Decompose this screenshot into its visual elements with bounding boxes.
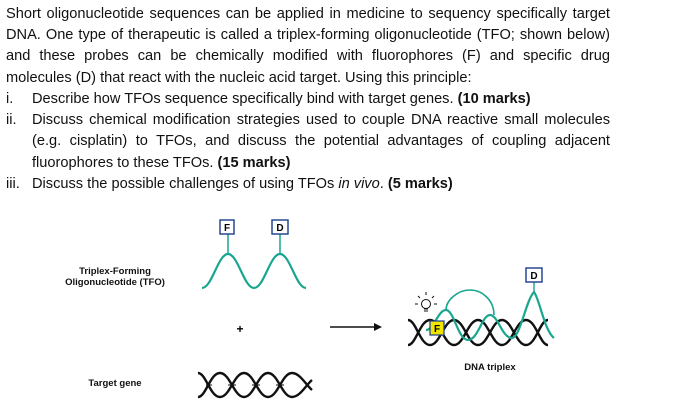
intro-text: Short oligonucleotide sequences can be a…	[6, 6, 610, 86]
tfo-strand	[201, 233, 307, 290]
question-item-ii: ii. Discuss chemical modification strate…	[6, 110, 610, 174]
question-text-italic: in vivo	[338, 175, 380, 192]
question-marks: (5 marks)	[387, 175, 453, 192]
d-tag-text: D	[276, 223, 283, 234]
dna-triplex	[407, 282, 555, 347]
question-item-iii: iii. Discuss the possible challenges of …	[6, 174, 610, 195]
d-tag-triplex: D	[525, 267, 543, 283]
dna-triplex-label: DNA triplex	[464, 362, 516, 373]
question-text: Discuss chemical modification strategies…	[32, 112, 610, 171]
tfo-label-line2: Oligonucleotide (TFO)	[65, 277, 165, 288]
question-text: Discuss the possible challenges of using…	[32, 175, 339, 192]
target-gene-label: Target gene	[88, 378, 142, 389]
question-list: i. Describe how TFOs sequence specifical…	[6, 89, 610, 195]
question-number: i.	[6, 91, 14, 107]
question-text: Describe how TFOs sequence specifically …	[32, 91, 458, 107]
f-triplex-text: F	[434, 324, 440, 335]
light-bulb-icon	[415, 292, 437, 312]
d-triplex-text: D	[530, 271, 537, 282]
target-gene-helix	[197, 371, 313, 399]
plus-sign: +	[236, 322, 243, 336]
question-marks: (10 marks)	[457, 91, 531, 107]
f-tag: F	[219, 219, 235, 235]
question-marks: (15 marks)	[217, 154, 291, 171]
question-item-i: i. Describe how TFOs sequence specifical…	[6, 89, 610, 110]
tfo-label: Triplex-Forming Oligonucleotide (TFO)	[50, 266, 180, 288]
reaction-arrow	[330, 323, 382, 331]
question-number: ii.	[6, 112, 17, 129]
question-text: .	[379, 175, 388, 192]
question-intro: Short oligonucleotide sequences can be a…	[6, 4, 610, 89]
d-tag: D	[271, 219, 289, 235]
tfo-label-line1: Triplex-Forming	[79, 266, 151, 277]
f-tag-text: F	[224, 223, 230, 234]
question-number: iii.	[6, 175, 20, 192]
fluorophore-box: F	[429, 320, 445, 336]
